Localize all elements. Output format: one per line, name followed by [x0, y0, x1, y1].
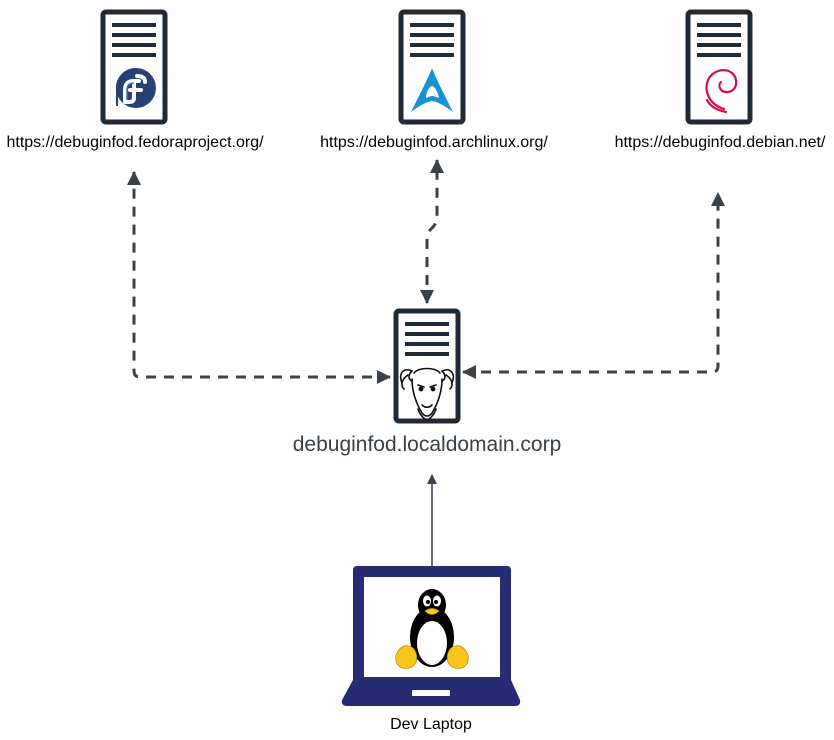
arch-linux-logo-icon [411, 68, 453, 112]
debian-server-label: https://debuginfod.debian.net/ [614, 134, 826, 151]
server-outline [685, 9, 753, 125]
connectors [127, 159, 725, 384]
edge-local-debian[interactable] [462, 192, 725, 379]
server-lines [697, 23, 741, 57]
server-lines [405, 322, 449, 356]
local-server-label: debuginfod.localdomain.corp [292, 433, 562, 456]
edge-local-fedora[interactable] [127, 171, 391, 384]
tux-penguin-logo-icon [395, 589, 469, 669]
dev-laptop[interactable] [341, 566, 521, 706]
fedora-server[interactable] [100, 9, 168, 125]
laptop-trackpad [412, 690, 450, 696]
dev-laptop-label: Dev Laptop [390, 716, 472, 733]
gnu-head-logo-icon [399, 367, 455, 421]
local-server[interactable] [393, 308, 461, 424]
arch-server[interactable] [398, 9, 466, 125]
server-lines [410, 23, 454, 57]
arch-server-label: https://debuginfod.archlinux.org/ [320, 134, 548, 151]
server-outline [398, 9, 466, 125]
server-lines [112, 23, 156, 57]
fedora-logo-icon [115, 67, 156, 108]
edge-local-arch[interactable] [420, 159, 444, 304]
debian-swirl-logo-icon [705, 69, 738, 114]
server-outline [393, 308, 461, 424]
debian-server[interactable] [685, 9, 753, 125]
fedora-server-label: https://debuginfod.fedoraproject.org/ [6, 134, 264, 151]
